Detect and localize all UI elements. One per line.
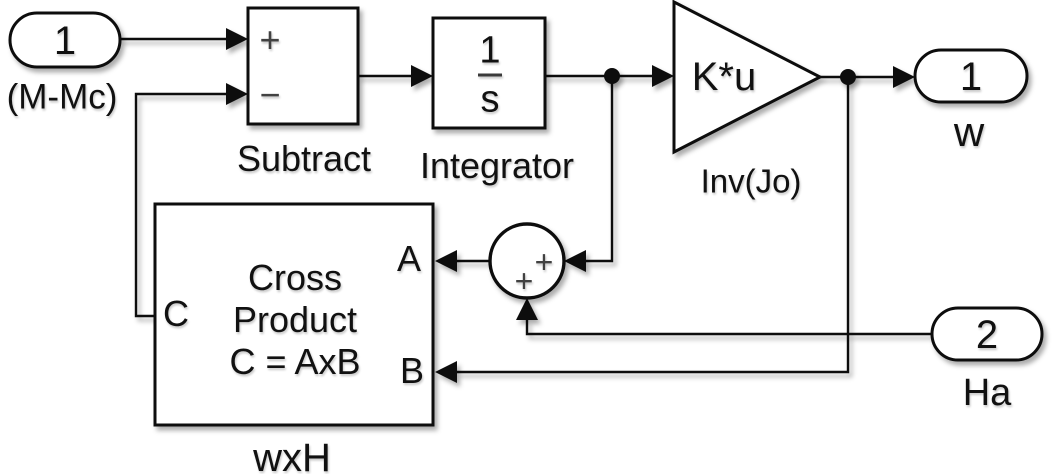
arrowhead-subtract-plus-input <box>226 28 248 50</box>
signal-line-integrator-branch-to-sum <box>586 76 614 263</box>
arrowhead-sum-right-input <box>564 250 586 272</box>
integrator-numerator: 1 <box>479 29 501 72</box>
integrator-denominator: s <box>480 78 500 121</box>
outport-1-block[interactable] <box>913 48 1029 104</box>
arrowhead-gain-input <box>652 65 674 87</box>
branch-dot-after-gain <box>840 69 856 85</box>
arrowhead-sum-bottom-input <box>516 298 538 320</box>
gain-expression: K*u <box>691 55 757 99</box>
arrowhead-integrator-input <box>411 65 433 87</box>
integrator-transfer-function: 1 s <box>478 32 502 119</box>
outport-1-label: w <box>953 108 985 155</box>
subtract-label: Subtract <box>236 138 372 179</box>
subtract-plus-sign: + <box>259 19 281 60</box>
cross-product-title: Cross Product C = AxB <box>229 257 360 383</box>
outport-1-number: 1 <box>959 55 983 99</box>
inport-2-label: Ha <box>962 372 1012 414</box>
subtract-block[interactable] <box>246 6 360 126</box>
inport-1-block[interactable] <box>8 11 122 69</box>
arrowhead-subtract-minus-input <box>226 83 248 105</box>
sum-block[interactable] <box>488 222 566 300</box>
cross-product-block[interactable] <box>153 202 435 427</box>
inport-2-block[interactable] <box>930 306 1044 362</box>
cross-product-label: wxH <box>253 436 331 474</box>
arrowhead-outport-w-input <box>893 66 915 88</box>
cross-product-port-c-label: C <box>163 293 189 334</box>
cross-product-title-line3: C = AxB <box>229 341 361 382</box>
inport-1-number: 1 <box>53 19 77 63</box>
sum-plus-sign-bottom: + <box>514 263 534 299</box>
cross-product-port-a-label: A <box>396 238 422 279</box>
subtract-minus-sign: − <box>259 74 281 115</box>
cross-product-port-b-label: B <box>399 350 425 391</box>
inport-1-label: (M-Mc) <box>6 77 118 117</box>
integrator-fraction-bar <box>478 73 502 77</box>
branch-dot-after-integrator <box>604 68 620 84</box>
signal-line-inport2-to-sum <box>525 320 932 336</box>
arrowhead-crossproduct-b-input <box>435 361 457 383</box>
cross-product-title-line1: Cross <box>247 257 342 298</box>
inport-2-number: 2 <box>975 313 999 357</box>
signal-line-crossproduct-c-to-subtract-minus <box>134 92 228 318</box>
signal-line-gain-branch-to-crossproduct-b <box>457 77 850 374</box>
gain-block[interactable] <box>672 0 824 155</box>
gain-label: Inv(Jo) <box>700 162 802 200</box>
integrator-label: Integrator <box>419 145 575 186</box>
sum-plus-sign-right: + <box>534 244 554 280</box>
integrator-block[interactable] <box>431 16 547 130</box>
cross-product-title-line2: Product <box>232 299 358 340</box>
arrowhead-crossproduct-a-input <box>435 250 457 272</box>
